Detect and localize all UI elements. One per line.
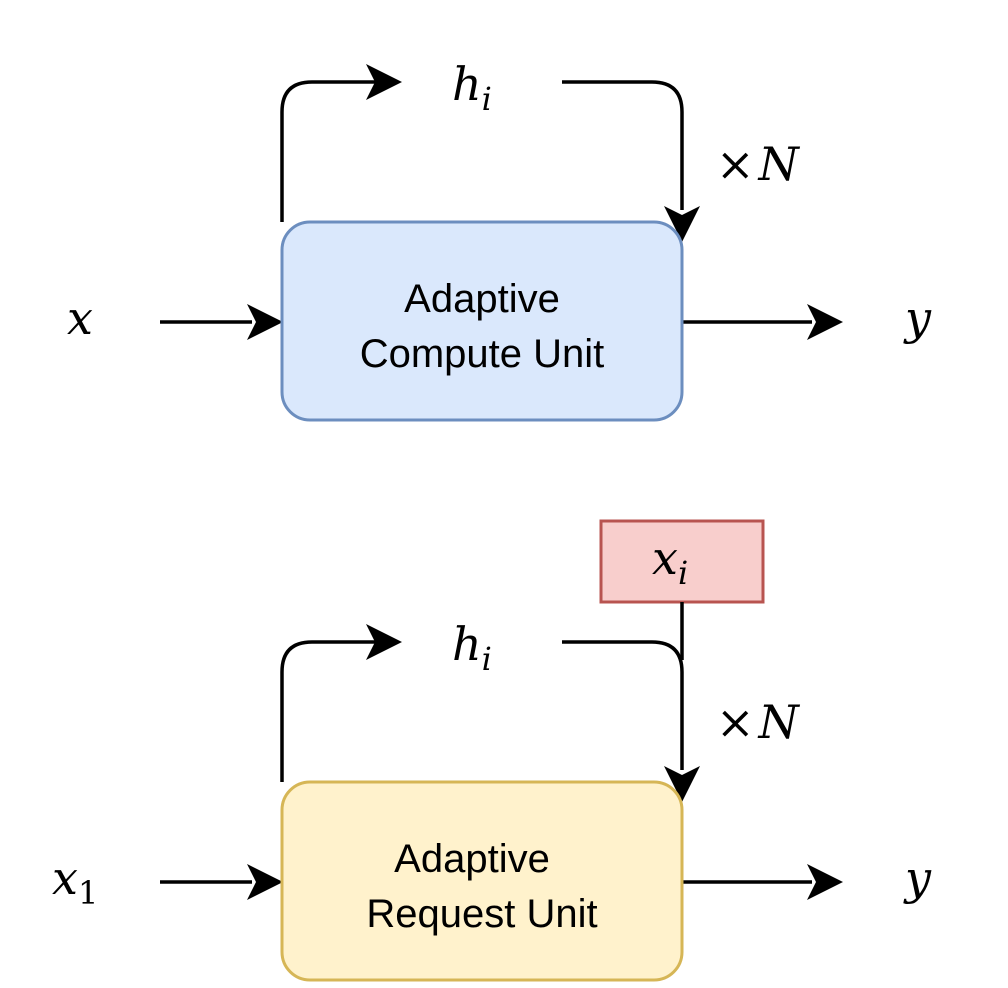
adaptive-compute-unit-box [280,220,684,422]
bottom-input-arrowhead [247,864,283,900]
bottom-loop-out-arrowhead [366,624,402,660]
bottom-repeat-n: N [758,695,801,749]
bottom-input-label-sub: 1 [78,874,98,912]
top-input-label-base: x [67,291,93,345]
top-hidden-label-base: h [452,57,482,111]
adaptive-request-unit-box [280,780,684,982]
bottom-output-arrowhead [807,864,843,900]
bottom-hidden-label: hi [452,617,492,678]
bottom-output-label: y [903,851,932,905]
top-repeat-label: ×N [716,137,801,191]
top-box-label-line2: Compute Unit [360,332,605,376]
bottom-hidden-label-sub: i [482,640,492,678]
request-input-label-sub: i [678,554,688,592]
top-output-label-base: y [903,291,932,345]
request-input-label: xi [652,531,688,592]
top-repeat-n: N [758,137,801,191]
top-loop-in-arrow [562,80,684,210]
top-input-label: x [67,291,93,345]
bottom-input-label-base: x [52,851,78,905]
bottom-repeat-times: × [716,695,755,749]
bottom-diagram: xi Adaptive Request Unit x1 y hi [52,519,932,982]
top-box-label-line1: Adaptive [404,277,560,321]
top-loop-out-arrowhead [366,64,402,100]
bottom-loop-in-arrow [562,640,684,770]
bottom-loop-in-arrowhead [664,766,700,802]
top-output-label: y [903,291,932,345]
top-hidden-label: hi [452,57,492,118]
top-loop-in-arrowhead [664,206,700,242]
top-hidden-label-sub: i [482,80,492,118]
bottom-hidden-label-base: h [452,617,482,671]
bottom-output-label-base: y [903,851,932,905]
top-loop-out-arrow [280,80,398,222]
bottom-box-label-line1: Adaptive [394,837,550,881]
request-input-label-base: x [652,531,678,585]
bottom-box-label-line2: Request Unit [366,892,597,936]
bottom-loop-out-arrow [280,640,398,782]
top-repeat-times: × [716,137,755,191]
request-input-box [599,519,765,604]
bottom-input-label: x1 [52,851,98,912]
top-output-arrowhead [807,304,843,340]
top-input-arrowhead [247,304,283,340]
bottom-repeat-label: ×N [716,695,801,749]
top-diagram: Adaptive Compute Unit x y hi ×N [67,57,932,422]
